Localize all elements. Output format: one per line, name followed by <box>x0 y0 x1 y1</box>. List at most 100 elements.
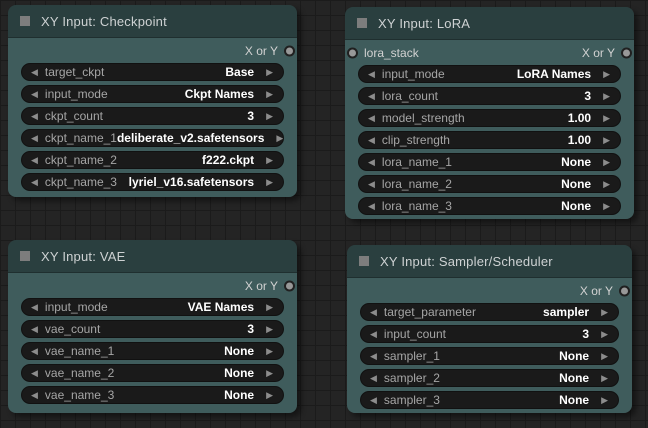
widget-input_mode[interactable]: ◀ input_mode VAE Names ▶ <box>21 298 284 316</box>
decrement-arrow-icon[interactable]: ◀ <box>370 306 377 317</box>
increment-arrow-icon[interactable]: ▶ <box>603 200 610 211</box>
increment-arrow-icon[interactable]: ▶ <box>603 156 610 167</box>
input-slot-dot[interactable] <box>347 47 358 59</box>
decrement-arrow-icon[interactable]: ◀ <box>31 367 38 378</box>
widget-sampler_1[interactable]: ◀ sampler_1 None ▶ <box>360 347 619 365</box>
collapse-box-icon[interactable] <box>20 16 30 26</box>
node-xy-input-sampler-scheduler[interactable]: XY Input: Sampler/Scheduler X or Y ◀ tar… <box>347 245 632 413</box>
widget-value: None <box>224 344 255 358</box>
increment-arrow-icon[interactable]: ▶ <box>266 154 273 165</box>
decrement-arrow-icon[interactable]: ◀ <box>370 372 377 383</box>
decrement-arrow-icon[interactable]: ◀ <box>31 345 38 356</box>
decrement-arrow-icon[interactable]: ◀ <box>31 110 38 121</box>
increment-arrow-icon[interactable]: ▶ <box>266 345 273 356</box>
decrement-arrow-icon[interactable]: ◀ <box>31 323 38 334</box>
decrement-arrow-icon[interactable]: ◀ <box>31 154 38 165</box>
increment-arrow-icon[interactable]: ▶ <box>601 350 608 361</box>
increment-arrow-icon[interactable]: ▶ <box>603 90 610 101</box>
widget-value: 3 <box>582 327 590 341</box>
increment-arrow-icon[interactable]: ▶ <box>603 134 610 145</box>
node-header[interactable]: XY Input: LoRA <box>345 7 634 40</box>
decrement-arrow-icon[interactable]: ◀ <box>368 134 375 145</box>
widget-ckpt_name_1[interactable]: ◀ ckpt_name_1 deliberate_v2.safetensors … <box>21 129 284 147</box>
widget-clip_strength[interactable]: ◀ clip_strength 1.00 ▶ <box>358 131 621 149</box>
increment-arrow-icon[interactable]: ▶ <box>266 110 273 121</box>
node-header[interactable]: XY Input: Checkpoint <box>8 5 297 38</box>
widget-model_strength[interactable]: ◀ model_strength 1.00 ▶ <box>358 109 621 127</box>
widget-value: None <box>561 155 592 169</box>
widget-vae_name_1[interactable]: ◀ vae_name_1 None ▶ <box>21 342 284 360</box>
increment-arrow-icon[interactable]: ▶ <box>266 367 273 378</box>
widget-target_parameter[interactable]: ◀ target_parameter sampler ▶ <box>360 303 619 321</box>
increment-arrow-icon[interactable]: ▶ <box>601 394 608 405</box>
decrement-arrow-icon[interactable]: ◀ <box>368 90 375 101</box>
slot-row: lora_stack X or Y <box>345 43 634 63</box>
widget-input_count[interactable]: ◀ input_count 3 ▶ <box>360 325 619 343</box>
decrement-arrow-icon[interactable]: ◀ <box>31 176 38 187</box>
output-slot-dot[interactable] <box>621 47 632 59</box>
node-xy-input-checkpoint[interactable]: XY Input: Checkpoint X or Y ◀ target_ckp… <box>8 5 297 197</box>
widget-input_mode[interactable]: ◀ input_mode LoRA Names ▶ <box>358 65 621 83</box>
increment-arrow-icon[interactable]: ▶ <box>266 389 273 400</box>
widget-lora_name_3[interactable]: ◀ lora_name_3 None ▶ <box>358 197 621 215</box>
node-header[interactable]: XY Input: VAE <box>8 240 297 273</box>
output-slot-dot[interactable] <box>284 45 295 57</box>
increment-arrow-icon[interactable]: ▶ <box>601 306 608 317</box>
widget-lora_name_1[interactable]: ◀ lora_name_1 None ▶ <box>358 153 621 171</box>
widget-label: vae_name_2 <box>44 366 115 380</box>
decrement-arrow-icon[interactable]: ◀ <box>368 112 375 123</box>
node-body: X or Y ◀ target_ckpt Base ▶ ◀ input_mode… <box>8 38 297 197</box>
widget-ckpt_count[interactable]: ◀ ckpt_count 3 ▶ <box>21 107 284 125</box>
collapse-box-icon[interactable] <box>20 251 30 261</box>
decrement-arrow-icon[interactable]: ◀ <box>370 328 377 339</box>
collapse-box-icon[interactable] <box>357 18 367 28</box>
output-slot-dot[interactable] <box>284 280 295 292</box>
widget-lora_name_2[interactable]: ◀ lora_name_2 None ▶ <box>358 175 621 193</box>
increment-arrow-icon[interactable]: ▶ <box>601 372 608 383</box>
widget-target_ckpt[interactable]: ◀ target_ckpt Base ▶ <box>21 63 284 81</box>
widget-label: ckpt_count <box>44 109 103 123</box>
increment-arrow-icon[interactable]: ▶ <box>603 112 610 123</box>
widget-ckpt_name_2[interactable]: ◀ ckpt_name_2 f222.ckpt ▶ <box>21 151 284 169</box>
widget-value: VAE Names <box>187 300 255 314</box>
decrement-arrow-icon[interactable]: ◀ <box>368 68 375 79</box>
increment-arrow-icon[interactable]: ▶ <box>266 66 273 77</box>
decrement-arrow-icon[interactable]: ◀ <box>370 350 377 361</box>
decrement-arrow-icon[interactable]: ◀ <box>31 66 38 77</box>
widget-vae_name_2[interactable]: ◀ vae_name_2 None ▶ <box>21 364 284 382</box>
widget-lora_count[interactable]: ◀ lora_count 3 ▶ <box>358 87 621 105</box>
increment-arrow-icon[interactable]: ▶ <box>266 301 273 312</box>
decrement-arrow-icon[interactable]: ◀ <box>370 394 377 405</box>
decrement-arrow-icon[interactable]: ◀ <box>31 301 38 312</box>
collapse-box-icon[interactable] <box>359 256 369 266</box>
output-slot-dot[interactable] <box>619 285 630 297</box>
node-header[interactable]: XY Input: Sampler/Scheduler <box>347 245 632 278</box>
decrement-arrow-icon[interactable]: ◀ <box>368 178 375 189</box>
widget-sampler_3[interactable]: ◀ sampler_3 None ▶ <box>360 391 619 409</box>
decrement-arrow-icon[interactable]: ◀ <box>31 389 38 400</box>
node-xy-input-lora[interactable]: XY Input: LoRA lora_stack X or Y ◀ input… <box>345 7 634 219</box>
decrement-arrow-icon[interactable]: ◀ <box>368 200 375 211</box>
increment-arrow-icon[interactable]: ▶ <box>266 176 273 187</box>
increment-arrow-icon[interactable]: ▶ <box>603 178 610 189</box>
node-xy-input-vae[interactable]: XY Input: VAE X or Y ◀ input_mode VAE Na… <box>8 240 297 413</box>
widget-value: Ckpt Names <box>184 87 255 101</box>
widget-vae_count[interactable]: ◀ vae_count 3 ▶ <box>21 320 284 338</box>
node-title: XY Input: Sampler/Scheduler <box>380 253 553 269</box>
increment-arrow-icon[interactable]: ▶ <box>266 323 273 334</box>
widget-vae_name_3[interactable]: ◀ vae_name_3 None ▶ <box>21 386 284 404</box>
widget-value: None <box>561 199 592 213</box>
decrement-arrow-icon[interactable]: ◀ <box>31 132 38 143</box>
widget-ckpt_name_3[interactable]: ◀ ckpt_name_3 lyriel_v16.safetensors ▶ <box>21 173 284 191</box>
widget-sampler_2[interactable]: ◀ sampler_2 None ▶ <box>360 369 619 387</box>
increment-arrow-icon[interactable]: ▶ <box>601 328 608 339</box>
decrement-arrow-icon[interactable]: ◀ <box>31 88 38 99</box>
increment-arrow-icon[interactable]: ▶ <box>603 68 610 79</box>
increment-arrow-icon[interactable]: ▶ <box>266 88 273 99</box>
node-title: XY Input: LoRA <box>378 15 471 31</box>
widget-input_mode[interactable]: ◀ input_mode Ckpt Names ▶ <box>21 85 284 103</box>
widget-label: model_strength <box>381 111 465 125</box>
slot-row: X or Y <box>347 281 632 301</box>
decrement-arrow-icon[interactable]: ◀ <box>368 156 375 167</box>
increment-arrow-icon[interactable]: ▶ <box>276 132 284 143</box>
